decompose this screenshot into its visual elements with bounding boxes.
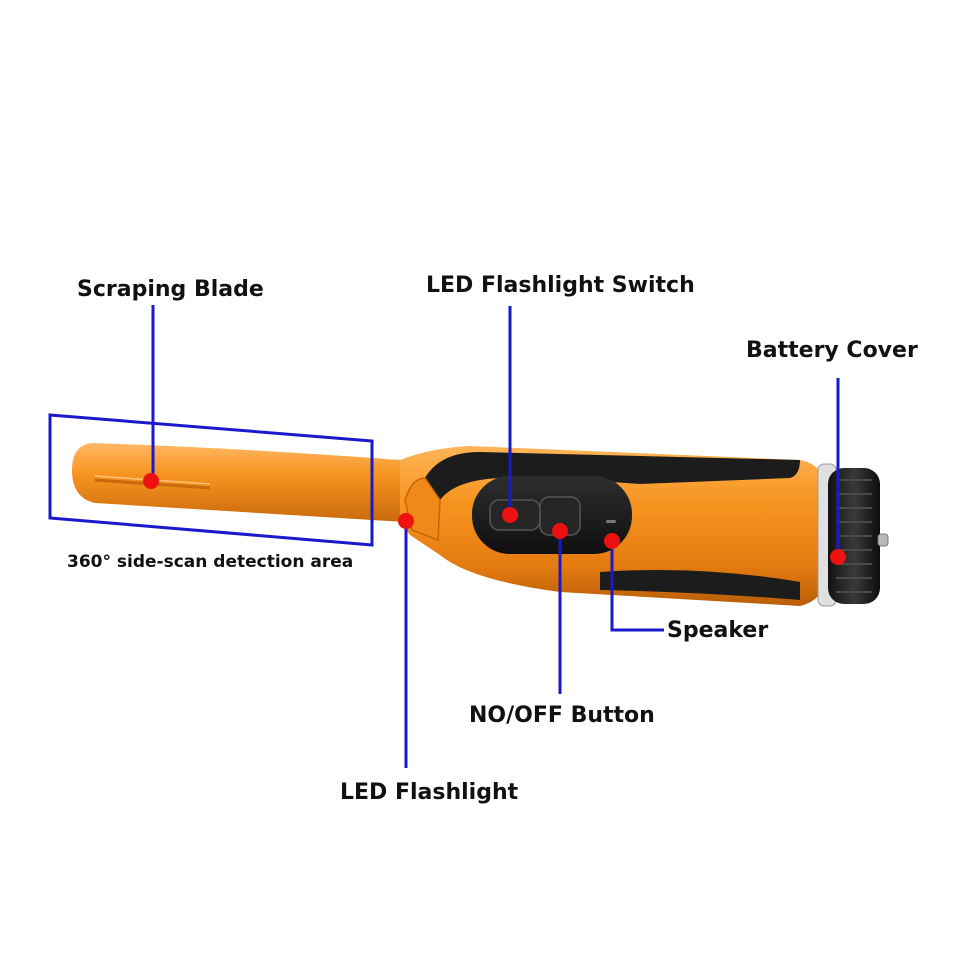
leader-lines (151, 305, 840, 768)
marker-power-button (552, 523, 568, 539)
label-led-flashlight: LED Flashlight (340, 780, 519, 805)
label-led-flashlight-switch: LED Flashlight Switch (426, 273, 695, 298)
label-battery-cover: Battery Cover (746, 338, 918, 363)
label-scraping-blade: Scraping Blade (77, 277, 264, 302)
battery-cap-grip-ridges (836, 479, 872, 593)
grip-bottom-band (600, 569, 800, 600)
scan-area-box (48, 413, 374, 547)
marker-speaker (604, 533, 620, 549)
speaker-slot (606, 520, 616, 523)
leader-speaker (610, 541, 664, 632)
marker-battery-cover (830, 549, 846, 565)
markers (143, 473, 846, 565)
led-housing (404, 477, 441, 542)
marker-led-flashlight (398, 513, 414, 529)
label-on-off-button: NO/OFF Button (469, 703, 655, 728)
label-scan-area: 360° side-scan detection area (67, 552, 353, 572)
probe-tip (72, 443, 422, 522)
pinpointer-device (72, 443, 889, 607)
label-speaker: Speaker (667, 618, 768, 643)
lanyard-pin (877, 533, 889, 547)
marker-scraping-blade (143, 473, 159, 489)
grip-top-band (425, 452, 800, 500)
marker-flashlight-switch (502, 507, 518, 523)
